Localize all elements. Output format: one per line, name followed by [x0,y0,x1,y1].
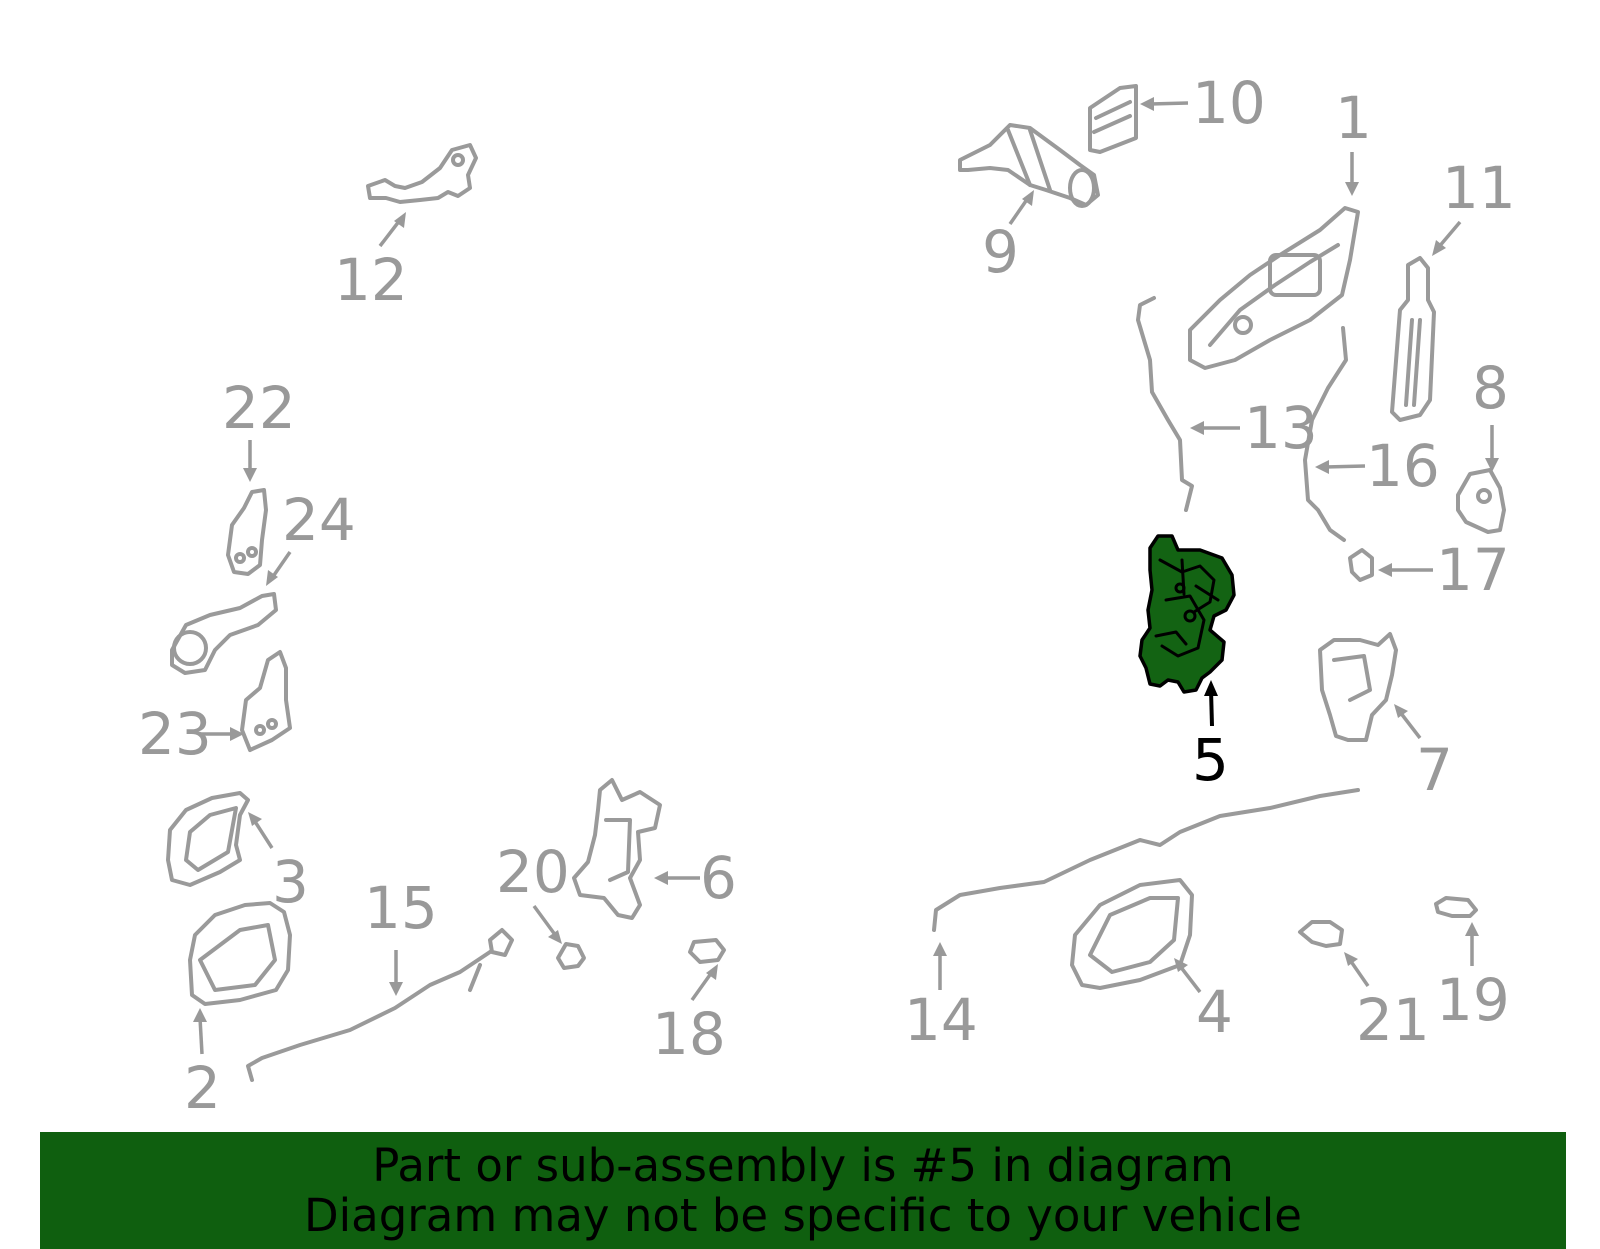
part-15 [246,928,514,1082]
callout-11: 11 [1442,154,1516,222]
callout-15: 15 [364,874,438,942]
part-4 [1070,878,1194,990]
part-11 [1390,256,1436,422]
callout-8: 8 [1472,354,1509,422]
callout-19: 19 [1436,966,1510,1034]
part-20 [556,942,586,970]
callout-17: 17 [1436,536,1510,604]
callout-2: 2 [184,1054,221,1122]
callout-16: 16 [1366,432,1440,500]
part-19 [1434,896,1478,918]
callout-23: 23 [138,700,212,768]
part-22 [226,488,268,576]
callout-22: 22 [222,374,296,442]
callout-3: 3 [272,848,309,916]
part-10 [1088,84,1138,154]
part-13 [1136,296,1194,512]
callout-4: 4 [1196,978,1233,1046]
part-3 [166,791,250,887]
part-1 [1188,206,1360,370]
callout-20: 20 [496,838,570,906]
part-16 [1303,326,1348,542]
part-7 [1318,632,1398,742]
part-21 [1298,920,1344,948]
part-12 [366,143,478,204]
part-14 [932,788,1360,932]
callout-12: 12 [334,246,408,314]
part-23 [240,650,292,752]
callout-13: 13 [1244,394,1318,462]
callout-14: 14 [904,986,978,1054]
part-9 [958,123,1100,208]
info-banner: Part or sub-assembly is #5 in diagram Di… [40,1132,1566,1249]
callout-9: 9 [982,218,1019,286]
callout-labels: 1 2 3 4 5 6 7 8 9 10 11 12 13 14 15 16 1… [138,69,1516,1122]
callout-10: 10 [1192,69,1266,137]
callout-1: 1 [1335,84,1372,152]
callout-arrows [193,97,1499,1055]
callout-6: 6 [700,844,737,912]
part-6 [572,778,662,920]
part-2 [188,901,292,1006]
callout-21: 21 [1356,986,1430,1054]
part-8 [1456,468,1506,534]
callout-5[interactable]: 5 [1192,726,1229,794]
callout-24: 24 [282,486,356,554]
callout-18: 18 [652,1000,726,1068]
part-17 [1348,548,1374,582]
part-5-door-lock-actuator[interactable] [1138,534,1236,694]
part-18 [688,938,726,964]
callout-7: 7 [1416,736,1453,804]
part-24 [170,592,278,675]
banner-line-disclaimer: Diagram may not be specific to your vehi… [304,1188,1302,1242]
banner-line-part-number: Part or sub-assembly is #5 in diagram [372,1138,1234,1192]
